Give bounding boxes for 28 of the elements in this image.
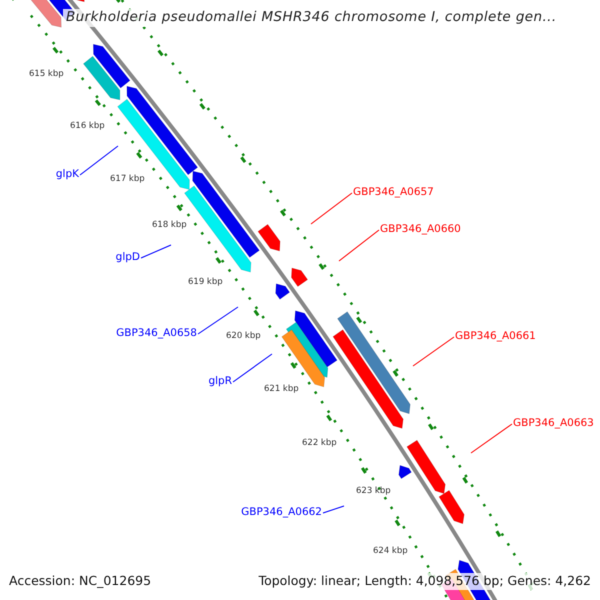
tick-label: 621 kbp: [264, 385, 299, 394]
gene-label: GBP346_A0662: [241, 507, 322, 518]
gene-label: glpK: [56, 169, 79, 180]
gene-label: GBP346_A0663: [513, 418, 594, 428]
leader-line: [338, 230, 380, 262]
leader-line: [310, 192, 352, 224]
leader-line: [232, 354, 272, 382]
leader-line: [470, 424, 512, 454]
gene-label: GBP346_A0660: [380, 224, 461, 234]
gene-label: glpR: [208, 376, 232, 386]
tick-label: 618 kbp: [152, 221, 187, 230]
tick-label: 619 kbp: [188, 278, 223, 286]
tick-label: 622 kbp: [302, 439, 337, 448]
tick-label: 615 kbp: [29, 70, 64, 78]
leader-line: [80, 146, 118, 176]
tick-label: 624 kbp: [373, 547, 408, 556]
tick-label: 616 kbp: [70, 122, 105, 130]
leader-line: [412, 336, 454, 366]
leader-line: [198, 306, 238, 334]
gene-label: glpD: [116, 252, 140, 262]
gene-label: GBP346_A0661: [455, 331, 536, 342]
leader-line: [140, 244, 172, 258]
tick-label: 617 kbp: [110, 175, 145, 184]
gene-label: GBP346_A0658: [116, 328, 197, 338]
tick-label: 623 kbp: [356, 487, 391, 496]
leader-line: [322, 506, 344, 514]
tick-label: 620 kbp: [226, 332, 261, 340]
gene-label: GBP346_A0657: [353, 187, 434, 198]
